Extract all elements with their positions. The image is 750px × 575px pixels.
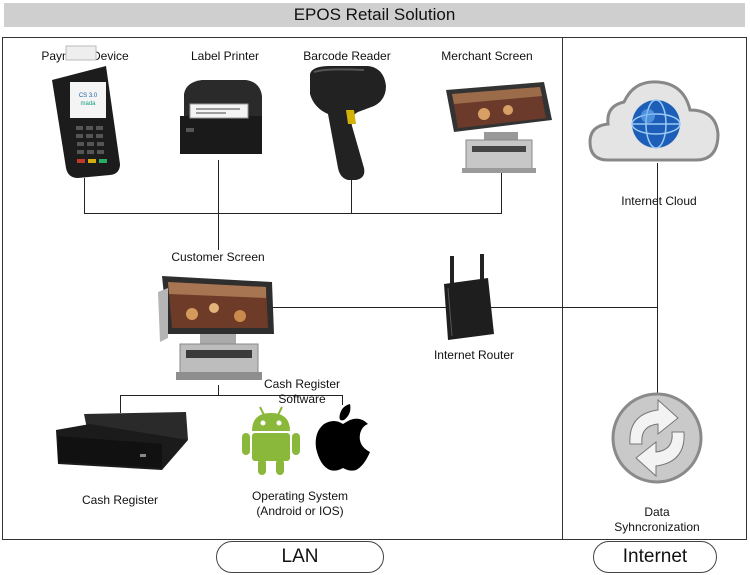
lower-bus-line — [120, 395, 343, 396]
cash-register-software-label: Cash Register Software — [263, 377, 341, 406]
cloud-to-sync-line — [657, 163, 658, 395]
barcode-drop-line — [351, 180, 352, 214]
customer-screen-label: Customer Screen — [171, 250, 265, 264]
pos-terminal-icon — [158, 272, 278, 386]
sync-icon — [606, 388, 708, 488]
router-icon — [440, 252, 496, 344]
top-bus-line — [84, 213, 502, 214]
apple-icon — [312, 402, 374, 474]
merchant-screen-label: Merchant Screen — [441, 49, 533, 63]
internet-cloud-label: Internet Cloud — [621, 194, 697, 208]
os-drop-line — [342, 395, 343, 405]
cash-drawer-icon — [54, 410, 190, 472]
lan-section-label: LAN — [216, 541, 384, 573]
cash-register-label: Cash Register — [81, 493, 159, 507]
cloud-globe-icon — [588, 76, 722, 166]
merchant-drop-line — [501, 172, 502, 214]
android-icon — [240, 405, 302, 477]
printer-to-customer-line — [218, 160, 219, 250]
label-printer-label: Label Printer — [190, 49, 260, 63]
diagram-frame — [2, 37, 747, 540]
barcode-scanner-icon — [306, 64, 396, 182]
page-title: EPOS Retail Solution — [4, 3, 745, 27]
section-divider — [562, 37, 563, 540]
customer-down-line — [218, 385, 219, 396]
payment-terminal-icon: CS 3.0 mada — [44, 44, 124, 178]
internet-section-label: Internet — [593, 541, 717, 573]
svg-text:mada: mada — [80, 101, 96, 107]
operating-system-label: Operating System (Android or IOS) — [251, 489, 349, 518]
cash-register-drop-line — [120, 395, 121, 413]
svg-text:CS 3.0: CS 3.0 — [79, 93, 98, 99]
label-printer-icon — [176, 76, 266, 160]
internet-router-label: Internet Router — [433, 348, 515, 362]
data-sync-label: Data Syhncronization — [614, 505, 700, 534]
barcode-reader-label: Barcode Reader — [303, 49, 391, 63]
merchant-screen-icon — [444, 80, 554, 174]
payment-drop-line — [84, 178, 85, 214]
